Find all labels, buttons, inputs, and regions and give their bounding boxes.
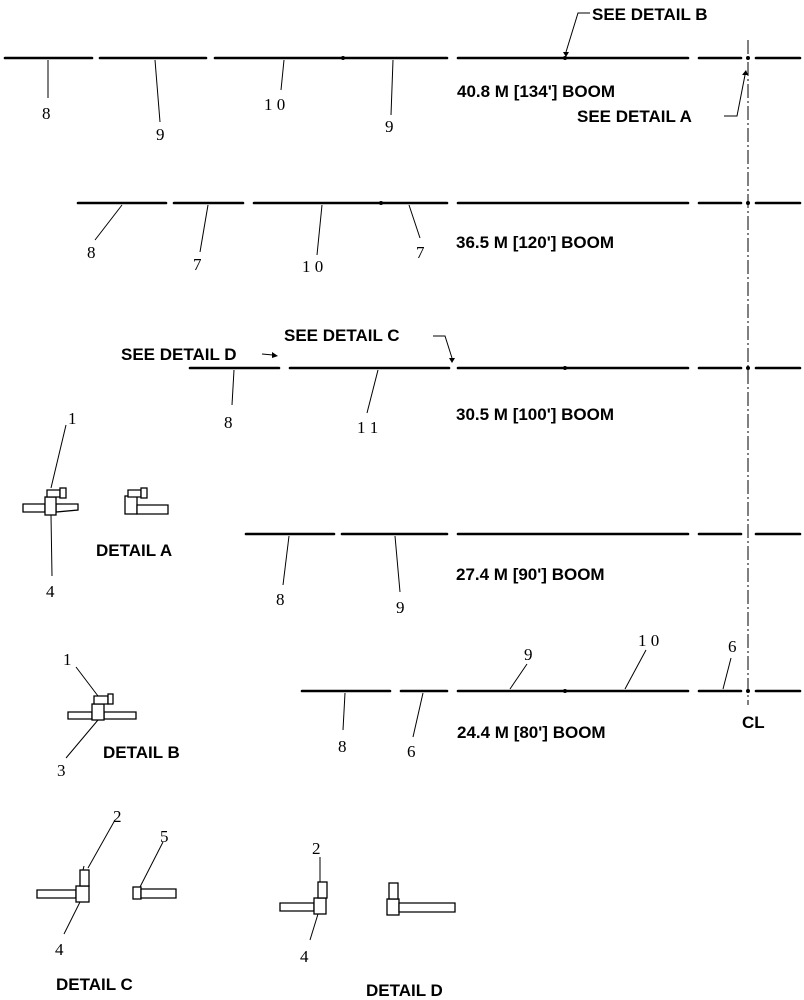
boom-40-8: 8 9 1 0 9 40.8 M [134'] BOOM <box>3 56 802 144</box>
detail-c-title: DETAIL C <box>56 975 133 994</box>
callout-see-detail-a: SEE DETAIL A <box>577 107 692 126</box>
boom-30-5: 8 1 1 30.5 M [100'] BOOM <box>188 366 802 437</box>
part-number: 2 <box>113 807 122 826</box>
part-number: 1 0 <box>302 257 323 276</box>
detail-c: 2 5 4 DETAIL C <box>36 807 177 994</box>
part-number: 1 <box>68 409 77 428</box>
part-number: 6 <box>728 637 737 656</box>
part-number: 9 <box>156 125 165 144</box>
part-number: 1 <box>63 650 72 669</box>
part-number: 4 <box>300 947 309 966</box>
part-number: 3 <box>57 761 66 780</box>
callout-see-detail-b: SEE DETAIL B <box>592 5 708 24</box>
part-number: 1 0 <box>264 95 285 114</box>
part-number: 8 <box>87 243 96 262</box>
boom-label: 36.5 M [120'] BOOM <box>456 233 614 252</box>
centerline-label: CL <box>742 713 765 732</box>
callout-see-detail-d: SEE DETAIL D <box>121 345 237 364</box>
detail-d-title: DETAIL D <box>366 981 443 1000</box>
part-number: 7 <box>193 255 202 274</box>
callout-see-detail-c: SEE DETAIL C <box>284 326 400 345</box>
part-number: 2 <box>312 839 321 858</box>
part-number: 1 1 <box>357 418 378 437</box>
part-number: 9 <box>524 645 533 664</box>
boom-label: 24.4 M [80'] BOOM <box>457 723 606 742</box>
part-number: 5 <box>160 827 169 846</box>
part-number: 6 <box>407 742 416 761</box>
part-number: 9 <box>385 117 394 136</box>
detail-d: 2 4 DETAIL D <box>279 839 456 1000</box>
part-number: 8 <box>276 590 285 609</box>
part-number: 9 <box>396 598 405 617</box>
part-number: 4 <box>55 940 64 959</box>
part-number: 8 <box>224 413 233 432</box>
part-number: 7 <box>416 243 425 262</box>
part-number: 1 0 <box>638 631 659 650</box>
detail-b: 1 3 DETAIL B <box>57 650 180 780</box>
part-number: 4 <box>46 582 55 601</box>
boom-24-4: 8 6 9 1 0 6 24.4 M [80'] BOOM <box>300 631 802 761</box>
boom-label: 30.5 M [100'] BOOM <box>456 405 614 424</box>
boom-label: 27.4 M [90'] BOOM <box>456 565 605 584</box>
part-number: 8 <box>338 737 347 756</box>
boom-27-4: 8 9 27.4 M [90'] BOOM <box>244 532 802 617</box>
part-number: 8 <box>42 104 51 123</box>
boom-label: 40.8 M [134'] BOOM <box>457 82 615 101</box>
detail-a-title: DETAIL A <box>96 541 172 560</box>
boom-36-5: 8 7 1 0 7 36.5 M [120'] BOOM <box>76 201 802 276</box>
detail-a: 1 4 DETAIL A <box>22 409 172 601</box>
detail-b-title: DETAIL B <box>103 743 180 762</box>
